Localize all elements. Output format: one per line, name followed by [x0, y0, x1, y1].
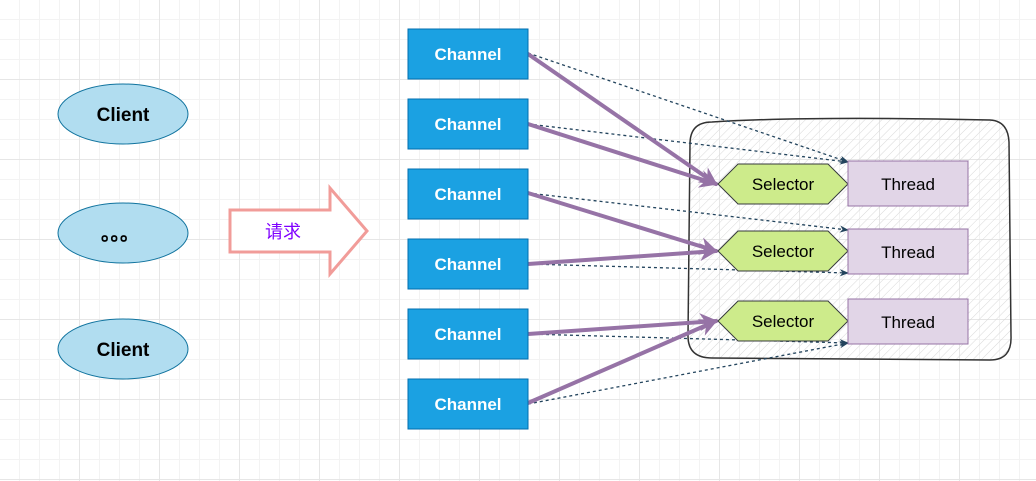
more-clients-label: 。。。: [101, 224, 139, 245]
channel-selector-arrow: [526, 319, 718, 405]
dashed-connector: [527, 52, 849, 163]
channel-box: Channel: [407, 98, 529, 150]
selector-label: Selector: [752, 312, 815, 331]
request-arrow: 请求: [228, 183, 369, 279]
channel-label: Channel: [434, 185, 501, 204]
channel-label: Channel: [434, 255, 501, 274]
channel-selector-arrow: [526, 313, 718, 336]
selector-label: Selector: [752, 242, 815, 261]
selector-hexagon: Selector: [717, 230, 849, 272]
channel-label: Channel: [434, 115, 501, 134]
client-ellipse: Client: [57, 318, 189, 380]
channel-box: Channel: [407, 238, 529, 290]
channel-box: Channel: [407, 308, 529, 360]
channel-box: Channel: [407, 378, 529, 430]
client-label: Client: [97, 105, 150, 126]
channel-box: Channel: [407, 28, 529, 80]
thread-label: Thread: [881, 175, 935, 194]
channel-selector-arrow: [526, 122, 718, 188]
thread-box: Thread: [847, 160, 969, 207]
request-label: 请求: [265, 222, 301, 242]
channel-selector-arrow: [526, 191, 718, 255]
channel-selector-arrow: [526, 52, 718, 186]
selector-hexagon: Selector: [717, 163, 849, 205]
selector-label: Selector: [752, 175, 815, 194]
channel-box: Channel: [407, 168, 529, 220]
thread-box: Thread: [847, 228, 969, 275]
thread-label: Thread: [881, 243, 935, 262]
thread-box: Thread: [847, 298, 969, 345]
selector-hexagon: Selector: [717, 300, 849, 342]
channel-label: Channel: [434, 325, 501, 344]
client-ellipse: Client: [57, 83, 189, 145]
channel-selector-arrows: [526, 52, 718, 405]
channel-selector-arrow: [526, 243, 718, 266]
more-clients-ellipse: 。。。: [57, 202, 189, 264]
thread-label: Thread: [881, 313, 935, 332]
client-label: Client: [97, 340, 150, 361]
channel-label: Channel: [434, 395, 501, 414]
channel-label: Channel: [434, 45, 501, 64]
dashed-connector: [527, 340, 849, 405]
